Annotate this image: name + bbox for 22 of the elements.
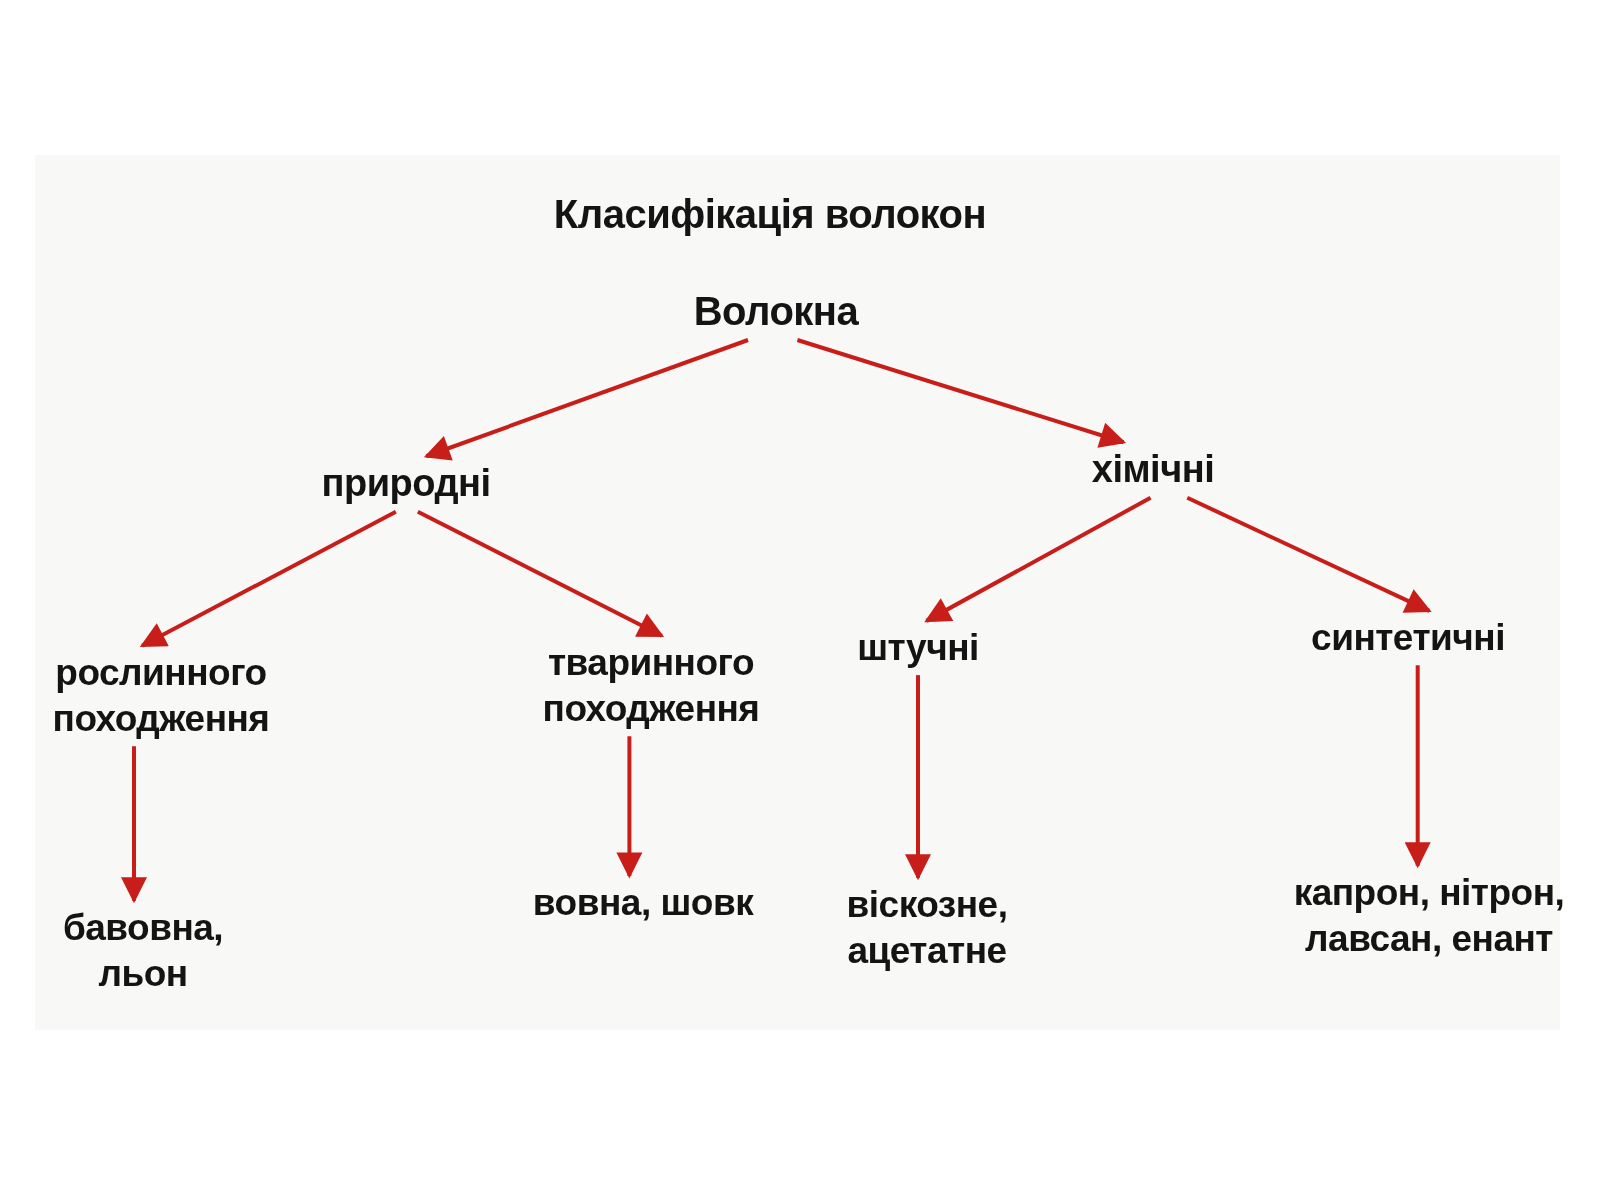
arrow <box>1186 495 1432 613</box>
arrow <box>796 338 1127 448</box>
arrow <box>905 675 931 881</box>
category-label: капрон, нітрон, лавсан, енант <box>1264 869 1594 963</box>
diagram-title: Класифікація волокон <box>553 191 987 238</box>
arrow <box>121 746 147 904</box>
arrow <box>924 496 1152 623</box>
arrow <box>616 736 643 879</box>
category-label: бавовна, льон <box>23 904 263 998</box>
category-label: синтетичні <box>1311 614 1505 662</box>
category-label: рослинного походження <box>26 649 296 743</box>
arrow <box>423 338 749 461</box>
arrow <box>416 509 665 638</box>
category-label: віскозне, ацетатне <box>817 881 1037 975</box>
category-label: хімічні <box>1091 446 1215 494</box>
category-label: природні <box>321 460 491 508</box>
arrow <box>1404 665 1431 869</box>
category-label: Волокна <box>693 286 859 336</box>
category-label: тваринного походження <box>516 639 786 733</box>
arrow <box>139 510 397 648</box>
category-label: вовна, шовк <box>532 879 754 927</box>
category-label: штучні <box>857 624 979 672</box>
